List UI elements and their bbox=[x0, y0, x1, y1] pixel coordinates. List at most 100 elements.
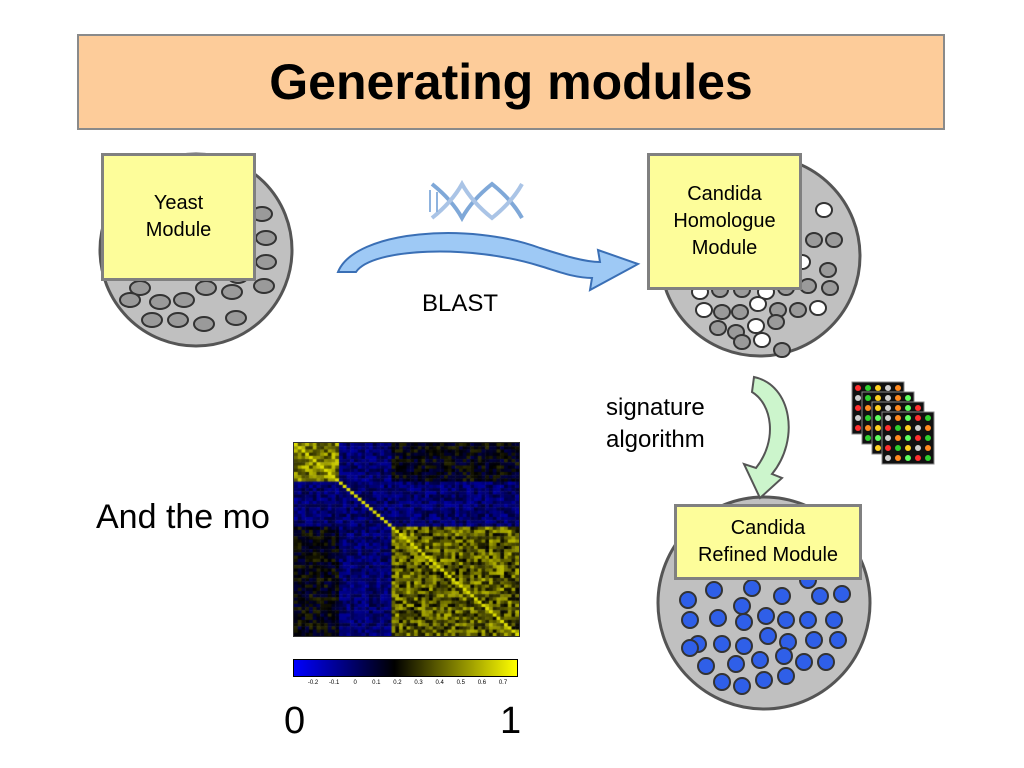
gene-circle bbox=[773, 587, 791, 605]
scale-tick-label: 0 bbox=[353, 680, 357, 686]
microarray-spot bbox=[875, 385, 881, 391]
gene-circle bbox=[751, 651, 769, 669]
microarray-spot bbox=[875, 415, 881, 421]
gene-oval bbox=[193, 316, 215, 332]
microarray-spot bbox=[895, 435, 901, 441]
gene-oval bbox=[173, 292, 195, 308]
scale-tick-label: 0.2 bbox=[393, 680, 402, 686]
microarray-spot bbox=[915, 445, 921, 451]
microarray-spot bbox=[915, 455, 921, 461]
gene-circle bbox=[777, 611, 795, 629]
gene-oval bbox=[255, 254, 277, 270]
gene-circle bbox=[681, 611, 699, 629]
gene-oval bbox=[819, 262, 837, 278]
yeast-label-line1: Yeast bbox=[153, 192, 204, 214]
partial-body-text: And the mo bbox=[96, 498, 270, 536]
microarray-spot bbox=[865, 385, 871, 391]
scale-tick-label: 0.4 bbox=[435, 680, 444, 686]
microarray-spot bbox=[865, 435, 871, 441]
microarray-spot bbox=[885, 435, 891, 441]
microarray-spot bbox=[855, 405, 861, 411]
scale-max-label: 1 bbox=[500, 700, 522, 742]
microarray-spot bbox=[855, 395, 861, 401]
gene-oval bbox=[815, 202, 833, 218]
microarray-spot bbox=[895, 455, 901, 461]
microarray-spot bbox=[865, 395, 871, 401]
gene-oval bbox=[129, 280, 151, 296]
gene-circle bbox=[795, 653, 813, 671]
gene-oval bbox=[825, 232, 843, 248]
gene-oval bbox=[773, 342, 791, 358]
blast-arrow bbox=[336, 232, 641, 292]
scale-tick-label: 0.3 bbox=[414, 680, 423, 686]
gene-circle bbox=[817, 653, 835, 671]
microarray-spot bbox=[855, 415, 861, 421]
gene-circle bbox=[775, 647, 793, 665]
gene-oval bbox=[821, 280, 839, 296]
microarray-spot bbox=[925, 415, 931, 421]
dna-helix-icon bbox=[429, 179, 524, 223]
homologue-label-line1: Candida bbox=[687, 183, 762, 205]
scale-tick-label: 0.5 bbox=[456, 680, 465, 686]
gene-oval bbox=[749, 296, 767, 312]
microarray-spot bbox=[895, 415, 901, 421]
gene-oval bbox=[747, 318, 765, 334]
gene-oval bbox=[255, 230, 277, 246]
gene-oval bbox=[767, 314, 785, 330]
microarray-spot bbox=[915, 435, 921, 441]
microarray-spot bbox=[855, 385, 861, 391]
candida-homologue-label: Candida Homologue Module bbox=[647, 153, 802, 290]
gene-circle bbox=[743, 579, 761, 597]
gene-oval bbox=[167, 312, 189, 328]
microarray-spot bbox=[905, 435, 911, 441]
scale-tick-label: -0.1 bbox=[328, 680, 340, 686]
refined-genes bbox=[679, 571, 851, 695]
microarray-spot bbox=[855, 425, 861, 431]
microarray-spot bbox=[875, 435, 881, 441]
microarray-spot bbox=[875, 405, 881, 411]
gene-oval bbox=[805, 232, 823, 248]
microarray-spot bbox=[885, 425, 891, 431]
homologue-genes bbox=[691, 202, 843, 358]
title-banner: Generating modules bbox=[77, 34, 945, 130]
microarray-spot bbox=[885, 455, 891, 461]
microarray-spot bbox=[865, 415, 871, 421]
gene-circle bbox=[833, 585, 851, 603]
scale-tick-label: 0.6 bbox=[477, 680, 487, 686]
scale-tick-label: 0.7 bbox=[498, 680, 508, 686]
microarray-spot bbox=[895, 395, 901, 401]
gene-circle bbox=[805, 631, 823, 649]
blast-label: BLAST bbox=[422, 290, 499, 317]
gene-circle bbox=[825, 611, 843, 629]
microarray-icon bbox=[851, 381, 935, 465]
gene-oval bbox=[789, 302, 807, 318]
gene-oval bbox=[195, 280, 217, 296]
gene-circle bbox=[709, 609, 727, 627]
scale-tick-label: 0.1 bbox=[372, 680, 381, 686]
microarray-spot bbox=[895, 425, 901, 431]
gene-circle bbox=[705, 581, 723, 599]
gene-circle bbox=[759, 627, 777, 645]
gene-circle bbox=[755, 671, 773, 689]
gene-oval bbox=[149, 294, 171, 310]
gene-oval bbox=[253, 278, 275, 294]
gene-oval bbox=[809, 300, 827, 316]
gene-circle bbox=[727, 655, 745, 673]
color-scale-bar bbox=[293, 659, 518, 677]
gene-circle bbox=[713, 635, 731, 653]
microarray-spot bbox=[925, 435, 931, 441]
gene-circle bbox=[735, 613, 753, 631]
microarray-spot bbox=[925, 425, 931, 431]
microarray-spot bbox=[885, 445, 891, 451]
gene-circle bbox=[681, 639, 699, 657]
microarray-spot bbox=[905, 445, 911, 451]
slide-title: Generating modules bbox=[269, 54, 753, 110]
microarray-spot bbox=[885, 395, 891, 401]
signature-line2: algorithm bbox=[606, 426, 705, 453]
microarray-spot bbox=[905, 405, 911, 411]
gene-oval bbox=[119, 292, 141, 308]
gene-circle bbox=[713, 673, 731, 691]
microarray-spot bbox=[875, 445, 881, 451]
